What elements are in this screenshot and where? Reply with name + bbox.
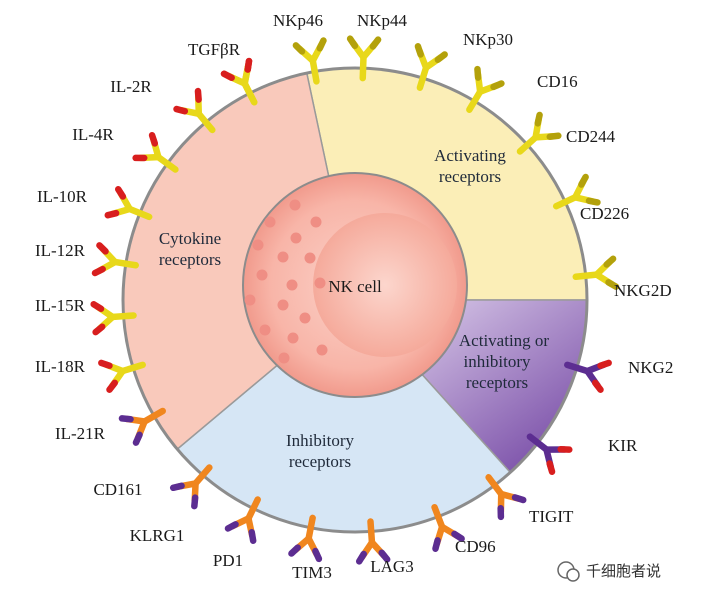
receptor-il12r-icon: [104, 185, 153, 221]
receptor-label: IL-2R: [110, 77, 152, 96]
receptor-label: TIM3: [292, 563, 332, 582]
receptor-il2r-icon: [220, 57, 258, 106]
svg-text:receptors: receptors: [159, 250, 221, 269]
svg-text:receptors: receptors: [289, 452, 351, 471]
granules: [244, 199, 328, 364]
granule: [259, 324, 271, 336]
svg-text:inhibitory: inhibitory: [463, 352, 531, 371]
svg-text:receptors: receptors: [466, 373, 528, 392]
granule: [290, 232, 302, 244]
receptor-lag3-icon: [355, 518, 391, 565]
receptor-cd96-icon: [431, 504, 465, 552]
receptor-pd1-icon: [224, 496, 261, 544]
svg-text:receptors: receptors: [439, 167, 501, 186]
watermark: 千细胞者说: [557, 561, 661, 582]
receptor-cd244-icon: [516, 111, 562, 155]
granule: [316, 344, 328, 356]
receptor-il4r-icon: [173, 87, 216, 134]
receptor-label: NKp44: [357, 11, 408, 30]
receptor-label: CD226: [580, 204, 629, 223]
receptor-label: KLRG1: [130, 526, 185, 545]
receptor-label: CD161: [93, 480, 142, 499]
receptor-label: IL-15R: [35, 296, 86, 315]
receptor-label: IL-4R: [72, 125, 114, 144]
receptor-il18r-icon: [90, 300, 137, 336]
granule: [314, 277, 326, 289]
svg-text:Activating: Activating: [434, 146, 506, 165]
receptor-label: NKG2D: [614, 281, 672, 300]
receptors: [90, 35, 620, 565]
receptor-label: TIGIT: [529, 507, 574, 526]
section-label-cytokine: Cytokine receptors: [159, 229, 221, 269]
granule: [299, 312, 311, 324]
svg-text:Cytokine: Cytokine: [159, 229, 221, 248]
granule: [264, 216, 276, 228]
receptor-label: IL-10R: [37, 187, 88, 206]
receptor-label: PD1: [213, 551, 243, 570]
receptor-tim3-icon: [288, 514, 323, 563]
nk-cell-label: NK cell: [328, 277, 382, 296]
receptor-label: IL-18R: [35, 357, 86, 376]
receptor-label: NKG2: [628, 358, 673, 377]
receptor-kir-icon: [526, 433, 573, 475]
granule: [289, 199, 301, 211]
receptor-il21r-icon: [98, 359, 146, 393]
receptor-cd16-icon: [466, 65, 505, 113]
granule: [304, 252, 316, 264]
receptor-nkg2-icon: [564, 359, 612, 393]
receptor-cd226-icon: [552, 173, 601, 210]
receptor-label: IL-21R: [55, 424, 106, 443]
receptor-tigit-icon: [485, 474, 527, 521]
svg-text:Activating or: Activating or: [459, 331, 550, 350]
receptor-label: CD244: [566, 127, 616, 146]
section-label-mixed: Activating or inhibitory receptors: [459, 331, 550, 392]
receptor-label: CD16: [537, 72, 578, 91]
granule: [278, 352, 290, 364]
receptor-label: LAG3: [370, 557, 413, 576]
granule: [287, 332, 299, 344]
receptor-il15r-icon: [91, 242, 139, 277]
receptor-il10r-icon: [132, 132, 179, 173]
receptor-label: KIR: [608, 436, 638, 455]
receptor-label: NKp46: [273, 11, 323, 30]
wechat-icon: [557, 561, 580, 582]
granule: [277, 299, 289, 311]
section-label-inhibitory: Inhibitory receptors: [286, 431, 354, 471]
receptor-nkp30-icon: [414, 43, 448, 91]
receptor-klrg1-icon: [169, 464, 213, 510]
receptor-label: IL-12R: [35, 241, 86, 260]
granule: [252, 239, 264, 251]
nucleus-inner: [313, 213, 457, 357]
svg-text:Inhibitory: Inhibitory: [286, 431, 354, 450]
granule: [286, 279, 298, 291]
receptor-nkp46-icon: [292, 37, 327, 85]
receptor-cd161-icon: [118, 407, 166, 446]
svg-text:千细胞者说: 千细胞者说: [586, 562, 661, 580]
receptor-label: TGFβR: [188, 40, 241, 59]
section-label-activating: Activating receptors: [434, 146, 506, 186]
receptor-label: NKp30: [463, 30, 513, 49]
granule: [277, 251, 289, 263]
cell-membrane: [121, 66, 589, 534]
granule: [244, 294, 256, 306]
receptor-nkg2d-icon: [572, 255, 620, 290]
receptor-label: CD96: [455, 537, 496, 556]
granule: [310, 216, 322, 228]
receptor-nkp44-icon: [346, 35, 382, 82]
granule: [256, 269, 268, 281]
